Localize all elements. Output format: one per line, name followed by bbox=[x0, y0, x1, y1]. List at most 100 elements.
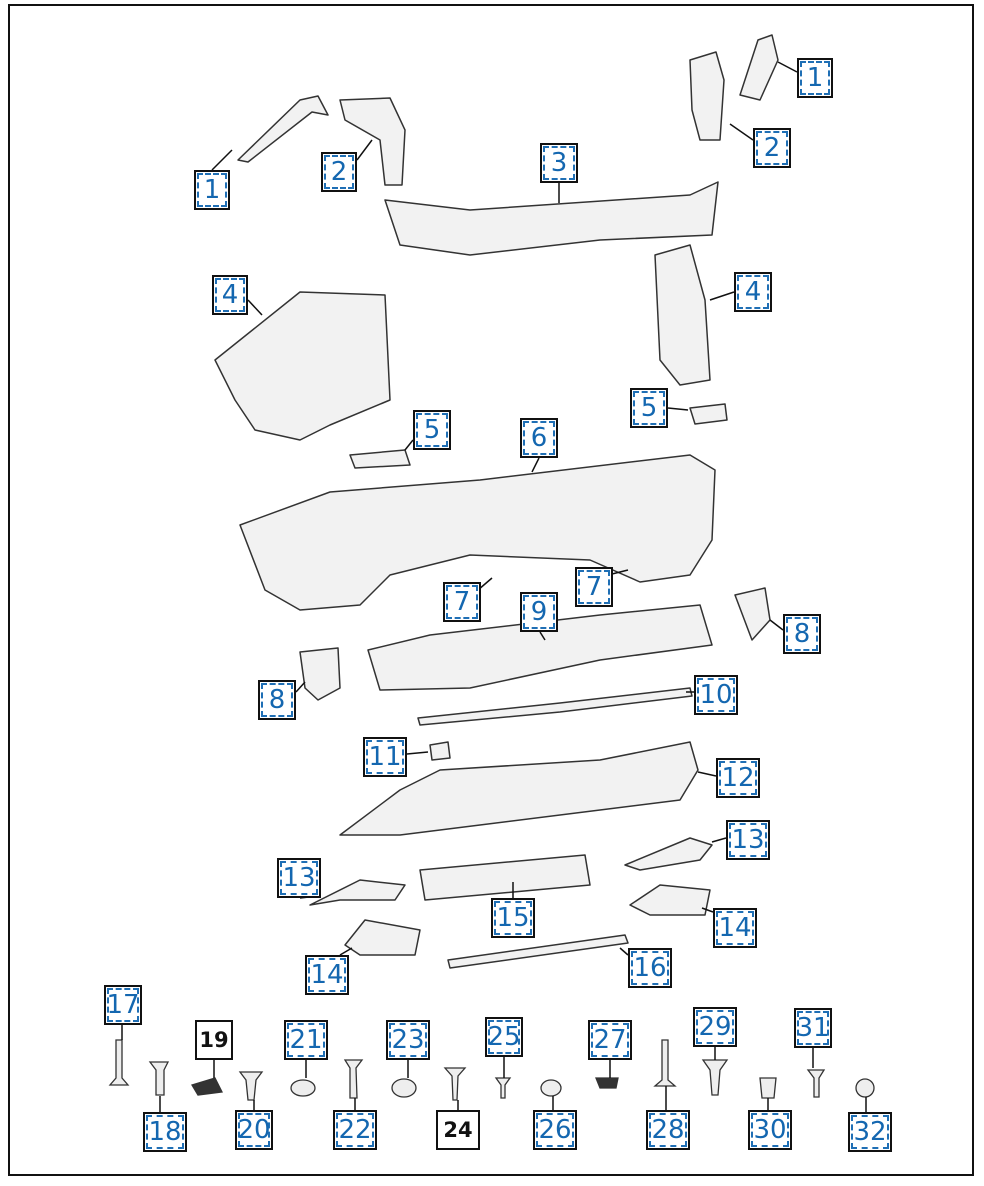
callout-number: 2 bbox=[324, 155, 354, 189]
callout-27: 27 bbox=[588, 1020, 632, 1060]
callout-5a: 5 bbox=[413, 410, 451, 450]
callout-number: 31 bbox=[796, 1011, 830, 1045]
part-26-nut bbox=[540, 1079, 562, 1097]
part-19-clip bbox=[191, 1077, 223, 1096]
part-8-right-plate bbox=[734, 587, 771, 641]
callout-4b: 4 bbox=[734, 272, 772, 312]
callout-number: 14 bbox=[716, 911, 754, 945]
callout-number: 12 bbox=[719, 761, 757, 795]
callout-13a: 13 bbox=[277, 858, 321, 898]
callout-number: 26 bbox=[536, 1113, 574, 1147]
leader-line-8b bbox=[769, 619, 784, 631]
leader-line-11 bbox=[406, 751, 429, 755]
callout-number: 8 bbox=[261, 683, 293, 717]
callout-15: 15 bbox=[491, 898, 535, 938]
part-20-pushpin bbox=[238, 1071, 264, 1101]
callout-number: 1 bbox=[197, 173, 227, 207]
callout-number: 11 bbox=[366, 740, 404, 774]
part-28-stud bbox=[653, 1039, 677, 1087]
callout-18: 18 bbox=[143, 1112, 187, 1152]
part-18-rivet bbox=[148, 1061, 170, 1096]
callout-number: 10 bbox=[697, 678, 735, 712]
part-22-fastener bbox=[343, 1059, 364, 1099]
callout-14a: 14 bbox=[305, 955, 349, 995]
part-15-panel bbox=[419, 854, 591, 901]
part-1-left-bracket bbox=[237, 95, 329, 163]
callout-6: 6 bbox=[520, 418, 558, 458]
callout-4a: 4 bbox=[212, 275, 248, 315]
part-10-trim-strip bbox=[417, 687, 693, 726]
callout-number: 22 bbox=[336, 1113, 374, 1147]
leader-line-13b bbox=[711, 837, 727, 843]
callout-number: 3 bbox=[543, 146, 575, 180]
part-27-plug bbox=[595, 1077, 619, 1089]
part-5-left-cover bbox=[349, 449, 411, 469]
leader-line-4a bbox=[247, 299, 263, 316]
leader-line-5a bbox=[404, 439, 414, 451]
part-14-left-tip bbox=[344, 919, 421, 956]
part-21-nut bbox=[290, 1079, 316, 1097]
callout-17: 17 bbox=[104, 985, 142, 1025]
part-6-bumper-fascia bbox=[239, 454, 716, 611]
callout-number: 25 bbox=[487, 1020, 521, 1054]
part-8-left-plate bbox=[299, 647, 341, 701]
callout-number: 14 bbox=[308, 958, 346, 992]
callout-21: 21 bbox=[284, 1020, 328, 1060]
callout-29: 29 bbox=[693, 1007, 737, 1047]
callout-number: 23 bbox=[389, 1023, 427, 1057]
leader-lines bbox=[121, 61, 867, 1112]
callout-28: 28 bbox=[646, 1110, 690, 1150]
callout-number: 15 bbox=[494, 901, 532, 935]
callout-number: 24 bbox=[443, 1117, 473, 1142]
part-23-nut bbox=[391, 1078, 417, 1098]
part-1-right-bracket bbox=[739, 34, 779, 101]
callout-number: 5 bbox=[633, 391, 665, 425]
callout-24: 24 bbox=[436, 1110, 480, 1150]
leader-line-1b bbox=[777, 61, 798, 73]
callout-30: 30 bbox=[748, 1110, 792, 1150]
part-12-skid-plate bbox=[339, 741, 699, 836]
callout-number: 18 bbox=[146, 1115, 184, 1149]
leader-line-14b bbox=[701, 907, 714, 913]
part-3-reinforcement bbox=[384, 181, 719, 256]
callout-16: 16 bbox=[628, 948, 672, 988]
callout-number: 8 bbox=[786, 617, 818, 651]
callout-number: 4 bbox=[215, 278, 245, 312]
part-30-grommet bbox=[759, 1077, 777, 1099]
leader-line-14a bbox=[339, 947, 353, 956]
leader-line-4b bbox=[709, 291, 735, 301]
callout-number: 27 bbox=[591, 1023, 629, 1057]
leader-line-9 bbox=[539, 631, 546, 641]
part-2-left-bracket bbox=[339, 97, 406, 186]
callout-20: 20 bbox=[235, 1110, 273, 1150]
callout-number: 32 bbox=[851, 1115, 889, 1149]
callout-7b: 7 bbox=[575, 567, 613, 607]
callout-19: 19 bbox=[195, 1020, 233, 1060]
callout-number: 1 bbox=[800, 61, 830, 95]
part-29-pushpin bbox=[701, 1059, 729, 1096]
leader-line-6 bbox=[531, 457, 540, 473]
callout-number: 16 bbox=[631, 951, 669, 985]
part-31-screw bbox=[806, 1069, 826, 1098]
callout-3: 3 bbox=[540, 143, 578, 183]
leader-line-5b bbox=[667, 407, 689, 411]
callout-number: 30 bbox=[751, 1113, 789, 1147]
part-4-right-bracket bbox=[654, 244, 711, 386]
callout-number: 13 bbox=[280, 861, 318, 895]
callout-22: 22 bbox=[333, 1110, 377, 1150]
callout-25: 25 bbox=[485, 1017, 523, 1057]
callout-1b: 1 bbox=[797, 58, 833, 98]
diagram-frame bbox=[8, 4, 974, 1176]
callout-5b: 5 bbox=[630, 388, 668, 428]
leader-line-2a bbox=[356, 139, 373, 161]
leader-line-1a bbox=[211, 149, 233, 171]
part-5-right-cover bbox=[689, 403, 728, 425]
callout-number: 20 bbox=[237, 1113, 271, 1147]
callout-23: 23 bbox=[386, 1020, 430, 1060]
part-13-left-bracket bbox=[309, 879, 406, 906]
callout-1a: 1 bbox=[194, 170, 230, 210]
callout-number: 7 bbox=[446, 585, 478, 619]
leader-line-8a bbox=[295, 681, 306, 693]
callout-31: 31 bbox=[794, 1008, 832, 1048]
